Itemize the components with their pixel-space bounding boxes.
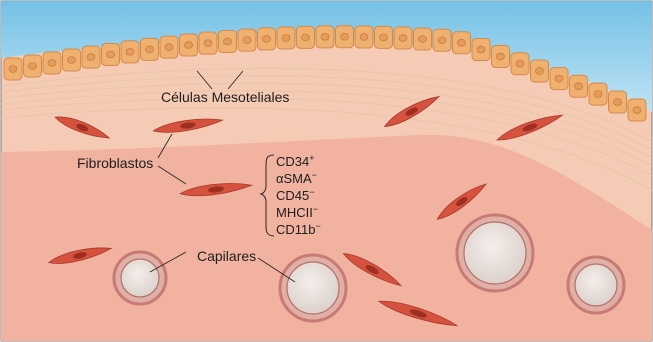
mesothelial-nucleus: [536, 68, 544, 75]
mesothelial-nucleus: [87, 54, 95, 61]
marker-cd34: CD34+: [276, 153, 315, 169]
marker-asma: αSMA−: [276, 170, 317, 186]
mesothelial-nucleus: [633, 107, 641, 114]
mesothelial-nucleus: [165, 44, 173, 51]
mesothelial-nucleus: [458, 39, 466, 46]
mesothelial-nucleus: [321, 34, 329, 41]
mesothelial-nucleus: [594, 91, 602, 98]
mesothelial-nucleus: [477, 46, 485, 53]
mesothelial-nucleus: [360, 34, 368, 41]
mesothelial-nucleus: [107, 51, 115, 58]
capillary-lumen: [575, 264, 617, 306]
capillary-lumen: [287, 262, 339, 314]
mesothelial-nucleus: [243, 37, 251, 44]
mesothelial-nucleus: [48, 60, 56, 67]
mesothelial-nucleus: [380, 34, 388, 41]
mesothelial-nucleus: [555, 75, 563, 82]
mesothelial-nucleus: [438, 37, 446, 44]
mesothelial-nucleus: [224, 38, 232, 45]
mesothelial-nucleus: [575, 83, 583, 90]
mesothelial-nucleus: [302, 34, 310, 41]
mesothelial-nucleus: [185, 42, 193, 49]
mesothelial-nucleus: [29, 63, 37, 70]
mesothelial-nucleus: [497, 53, 505, 60]
mesothelial-nucleus: [146, 46, 154, 53]
label-fibroblasts: Fibroblastos: [77, 155, 153, 171]
mesothelial-nucleus: [282, 35, 290, 42]
mesothelial-nucleus: [419, 36, 427, 43]
capillary-lumen: [121, 259, 159, 297]
mesothelial-nucleus: [614, 99, 622, 106]
label-capillaries: Capilares: [197, 248, 256, 264]
capillary-lumen: [464, 222, 526, 284]
mesothelial-nucleus: [204, 40, 212, 47]
mesothelial-nucleus: [341, 33, 349, 40]
marker-mhcii: MHCII−: [276, 204, 318, 220]
mesothelial-nucleus: [399, 35, 407, 42]
marker-cd45: CD45−: [276, 187, 315, 203]
marker-cd11b: CD11b−: [276, 221, 321, 237]
mesothelial-nucleus: [68, 57, 76, 64]
label-mesothelial-cells: Células Mesoteliales: [161, 89, 289, 105]
mesothelial-nucleus: [263, 36, 271, 43]
mesothelial-nucleus: [9, 66, 17, 73]
mesothelial-nucleus: [516, 60, 524, 67]
mesothelial-nucleus: [126, 48, 134, 55]
